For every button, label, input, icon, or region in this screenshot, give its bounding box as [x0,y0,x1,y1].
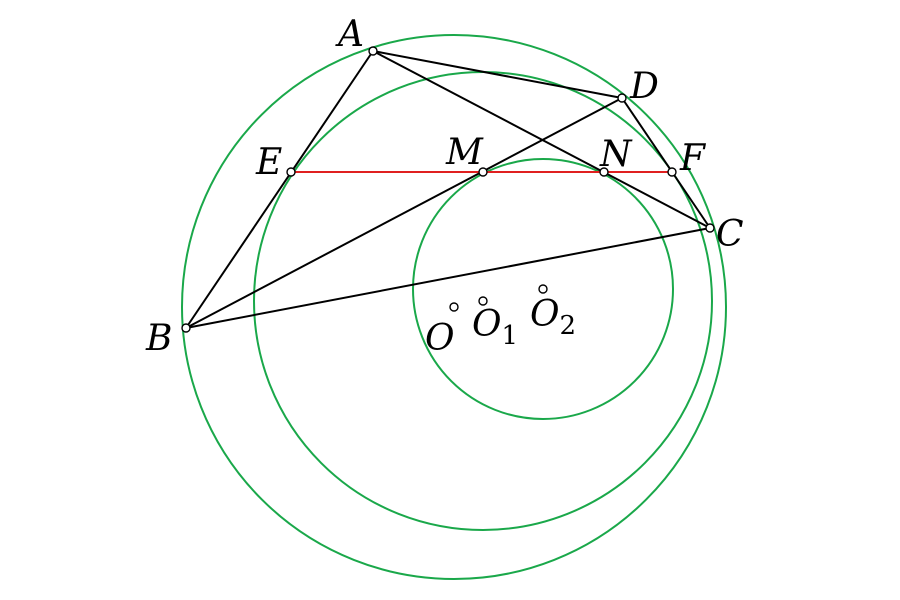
label-c: C [716,214,744,255]
point-o [449,302,459,312]
label-o2-letter: O [530,294,560,335]
point-m [478,167,488,177]
point-e [286,167,296,177]
segment-bd [185,97,623,329]
label-e: E [255,142,282,183]
label-m-letter: M [445,132,484,173]
point-n [599,167,609,177]
segment-ad [372,50,623,99]
points [181,46,715,333]
label-o: O [425,318,455,359]
point-o2 [538,284,548,294]
segments [185,50,711,329]
label-o1-subscript: 1 [502,321,519,351]
label-c-letter: C [716,214,744,255]
label-o2: O2 [530,294,576,341]
label-a-letter: A [335,14,364,55]
point-d [617,93,627,103]
label-o2-subscript: 2 [560,311,577,341]
label-f: F [679,138,707,179]
point-o1 [478,296,488,306]
label-m: M [445,132,484,173]
segment-dc [621,97,711,229]
label-b-letter: B [145,318,172,359]
point-b [181,323,191,333]
point-c [705,223,715,233]
segment-ab [185,50,374,329]
label-n: N [599,134,633,175]
label-e-letter: E [255,142,282,183]
label-o1: O1 [472,304,518,351]
label-b: B [145,318,172,359]
point-a [368,46,378,56]
segment-bc [185,227,711,329]
label-d-letter: D [629,66,659,107]
label-f-letter: F [679,138,707,179]
label-o-letter: O [425,318,455,359]
label-n-letter: N [599,134,633,175]
label-a: A [335,14,364,55]
point-f [667,167,677,177]
label-d: D [629,66,659,107]
circle-o [181,34,727,580]
label-o1-letter: O [472,304,502,345]
circle-o2 [412,158,674,420]
